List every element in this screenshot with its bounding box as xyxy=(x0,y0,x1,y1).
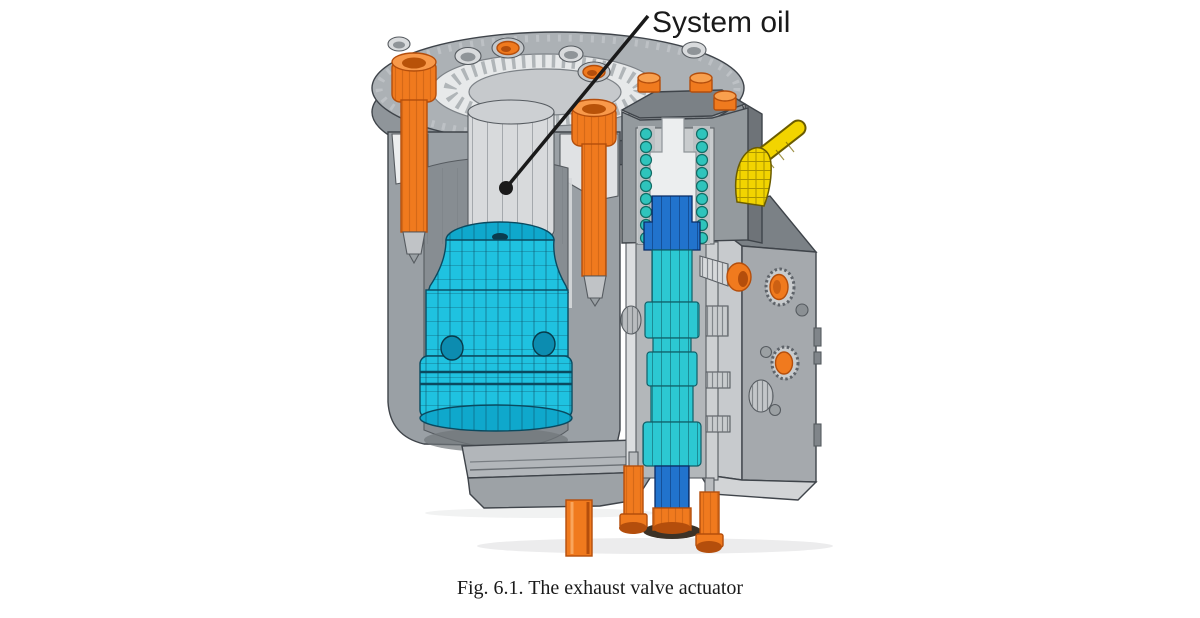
mounting-studs xyxy=(565,451,724,557)
orange-port-plug xyxy=(774,351,794,375)
block-ports xyxy=(748,267,809,417)
lever-base xyxy=(734,146,772,207)
stud-bolt xyxy=(619,451,648,534)
bolt-tip xyxy=(583,275,607,299)
annotation-label: System oil xyxy=(652,6,791,39)
leader-line xyxy=(504,14,650,190)
annotation-leader xyxy=(499,14,650,195)
side-pin xyxy=(699,255,752,292)
control-lever xyxy=(734,119,807,207)
leader-dot xyxy=(499,181,513,195)
spool-blue-head xyxy=(643,195,701,251)
spool-blue-stem xyxy=(654,465,690,509)
flange-holes xyxy=(387,36,707,83)
flange-bolt-right xyxy=(571,98,617,308)
flange-orange-insert xyxy=(491,37,525,59)
flange-bolt-left xyxy=(391,52,437,265)
piston-port-hole xyxy=(532,331,556,357)
stud-bolt xyxy=(695,477,724,553)
hydraulic-piston xyxy=(419,221,573,432)
pilot-plug-bolts xyxy=(637,72,737,111)
piston-port-hole xyxy=(440,335,464,361)
figure-caption: Fig. 6.1. The exhaust valve actuator xyxy=(456,577,744,599)
bolt-tip xyxy=(402,231,426,255)
control-spool xyxy=(642,195,702,539)
base-plate xyxy=(461,439,651,509)
